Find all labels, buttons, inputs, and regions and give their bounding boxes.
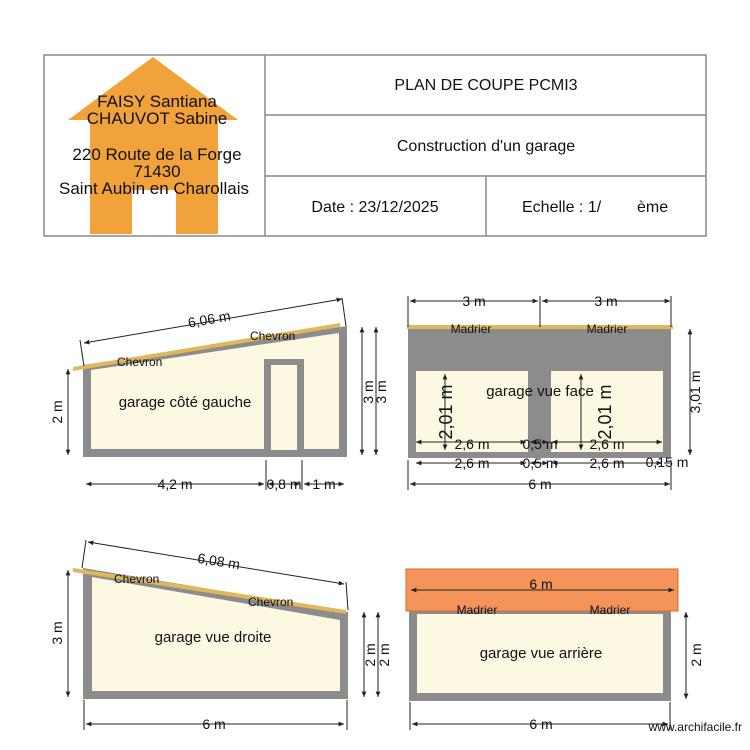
left-view-height-right-1: 3 m [360,380,376,403]
plan-scale-suffix: ème [637,199,668,216]
front-view-door-right [551,371,663,452]
front-view-madrier-1: Madrier [451,322,492,336]
plan-scale: Echelle : 1/ [522,199,602,216]
right-view-chevron-1: Chevron [114,572,159,586]
right-view-label: garage vue droite [155,629,272,646]
right-view-bottom: 6 m [202,716,225,732]
front-view-door-left [416,371,528,452]
front-view-inner-2: 0,5 m [522,436,557,452]
left-view-interior [91,333,339,449]
left-view-chevron-2: Chevron [250,329,295,343]
title-block-frame [43,54,707,237]
right-view-interior [92,577,340,691]
front-view-top-right: 3 m [594,293,617,309]
front-view-bottom-4: 0,15 m [646,454,689,470]
left-side-view: garage côté gauche Chevron Chevron 6,06 … [49,297,389,492]
front-view-door-height-2: 2,01 m [595,384,615,439]
left-view-label: garage côté gauche [119,394,252,411]
owner-name-2: CHAUVOT Sabine [87,109,227,128]
plan-subtitle: Construction d'un garage [397,138,575,155]
left-view-bottom-1: 4,2 m [157,476,192,492]
house-logo-icon [68,57,238,234]
address-town: Saint Aubin en Charollais [59,179,249,198]
right-side-view: garage vue droite Chevron Chevron 6,08 m… [49,539,392,732]
right-view-chevron-2: Chevron [248,595,293,609]
right-view-height-left: 3 m [49,621,65,644]
front-view-total: 6 m [528,476,551,492]
rear-view-top-dim: 6 m [529,576,552,592]
front-view-bottom-3: 2,6 m [589,455,624,471]
rear-view-madrier-1: Madrier [457,603,498,617]
plan-title: PLAN DE COUPE PCMI3 [394,77,577,94]
left-view-chevron-1: Chevron [117,355,162,369]
rear-view-madrier-2: Madrier [590,603,631,617]
front-view-right-height: 3,01 m [687,371,703,414]
front-view-inner-3: 2,6 m [589,436,624,452]
rear-view-height-right: 2 m [688,643,704,666]
front-view-bottom-2: 0,5 m [522,455,557,471]
rear-view-interior [417,614,663,693]
front-view-inner-1: 2,6 m [454,436,489,452]
right-view-height-right-1: 2 m [362,643,378,666]
front-view-bottom-1: 2,6 m [454,455,489,471]
plan-date: Date : 23/12/2025 [311,199,438,216]
title-block: FAISY Santiana CHAUVOT Sabine 220 Route … [43,54,707,237]
front-view-madrier-2: Madrier [587,322,628,336]
front-view-top-left: 3 m [462,293,485,309]
left-view-height-right-2: 3 m [373,380,389,403]
right-view-height-right-2: 2 m [376,643,392,666]
watermark: www.archifacile.fr [648,720,742,734]
rear-view-label: garage vue arrière [480,645,603,662]
front-view-door-height-1: 2,01 m [436,384,456,439]
rear-view-bottom: 6 m [529,716,552,732]
owner-name-1: FAISY Santiana [97,92,217,111]
left-view-bottom-3: 1 m [312,476,335,492]
left-view-height-left: 2 m [49,400,65,423]
right-view-roof-dim: 6,08 m [196,550,241,573]
address-postcode: 71430 [133,162,180,181]
front-view: garage vue face Madrier Madrier 3 m 3 m … [407,293,703,492]
left-view-roof-dim: 6,06 m [187,307,232,330]
address-street: 220 Route de la Forge [72,145,241,164]
left-view-bottom-2: 0,8 m [266,476,301,492]
rear-view: 6 m Madrier Madrier garage vue arrière 2… [405,568,704,732]
front-view-label: garage vue face [486,383,594,400]
left-view-door-opening [271,365,297,450]
